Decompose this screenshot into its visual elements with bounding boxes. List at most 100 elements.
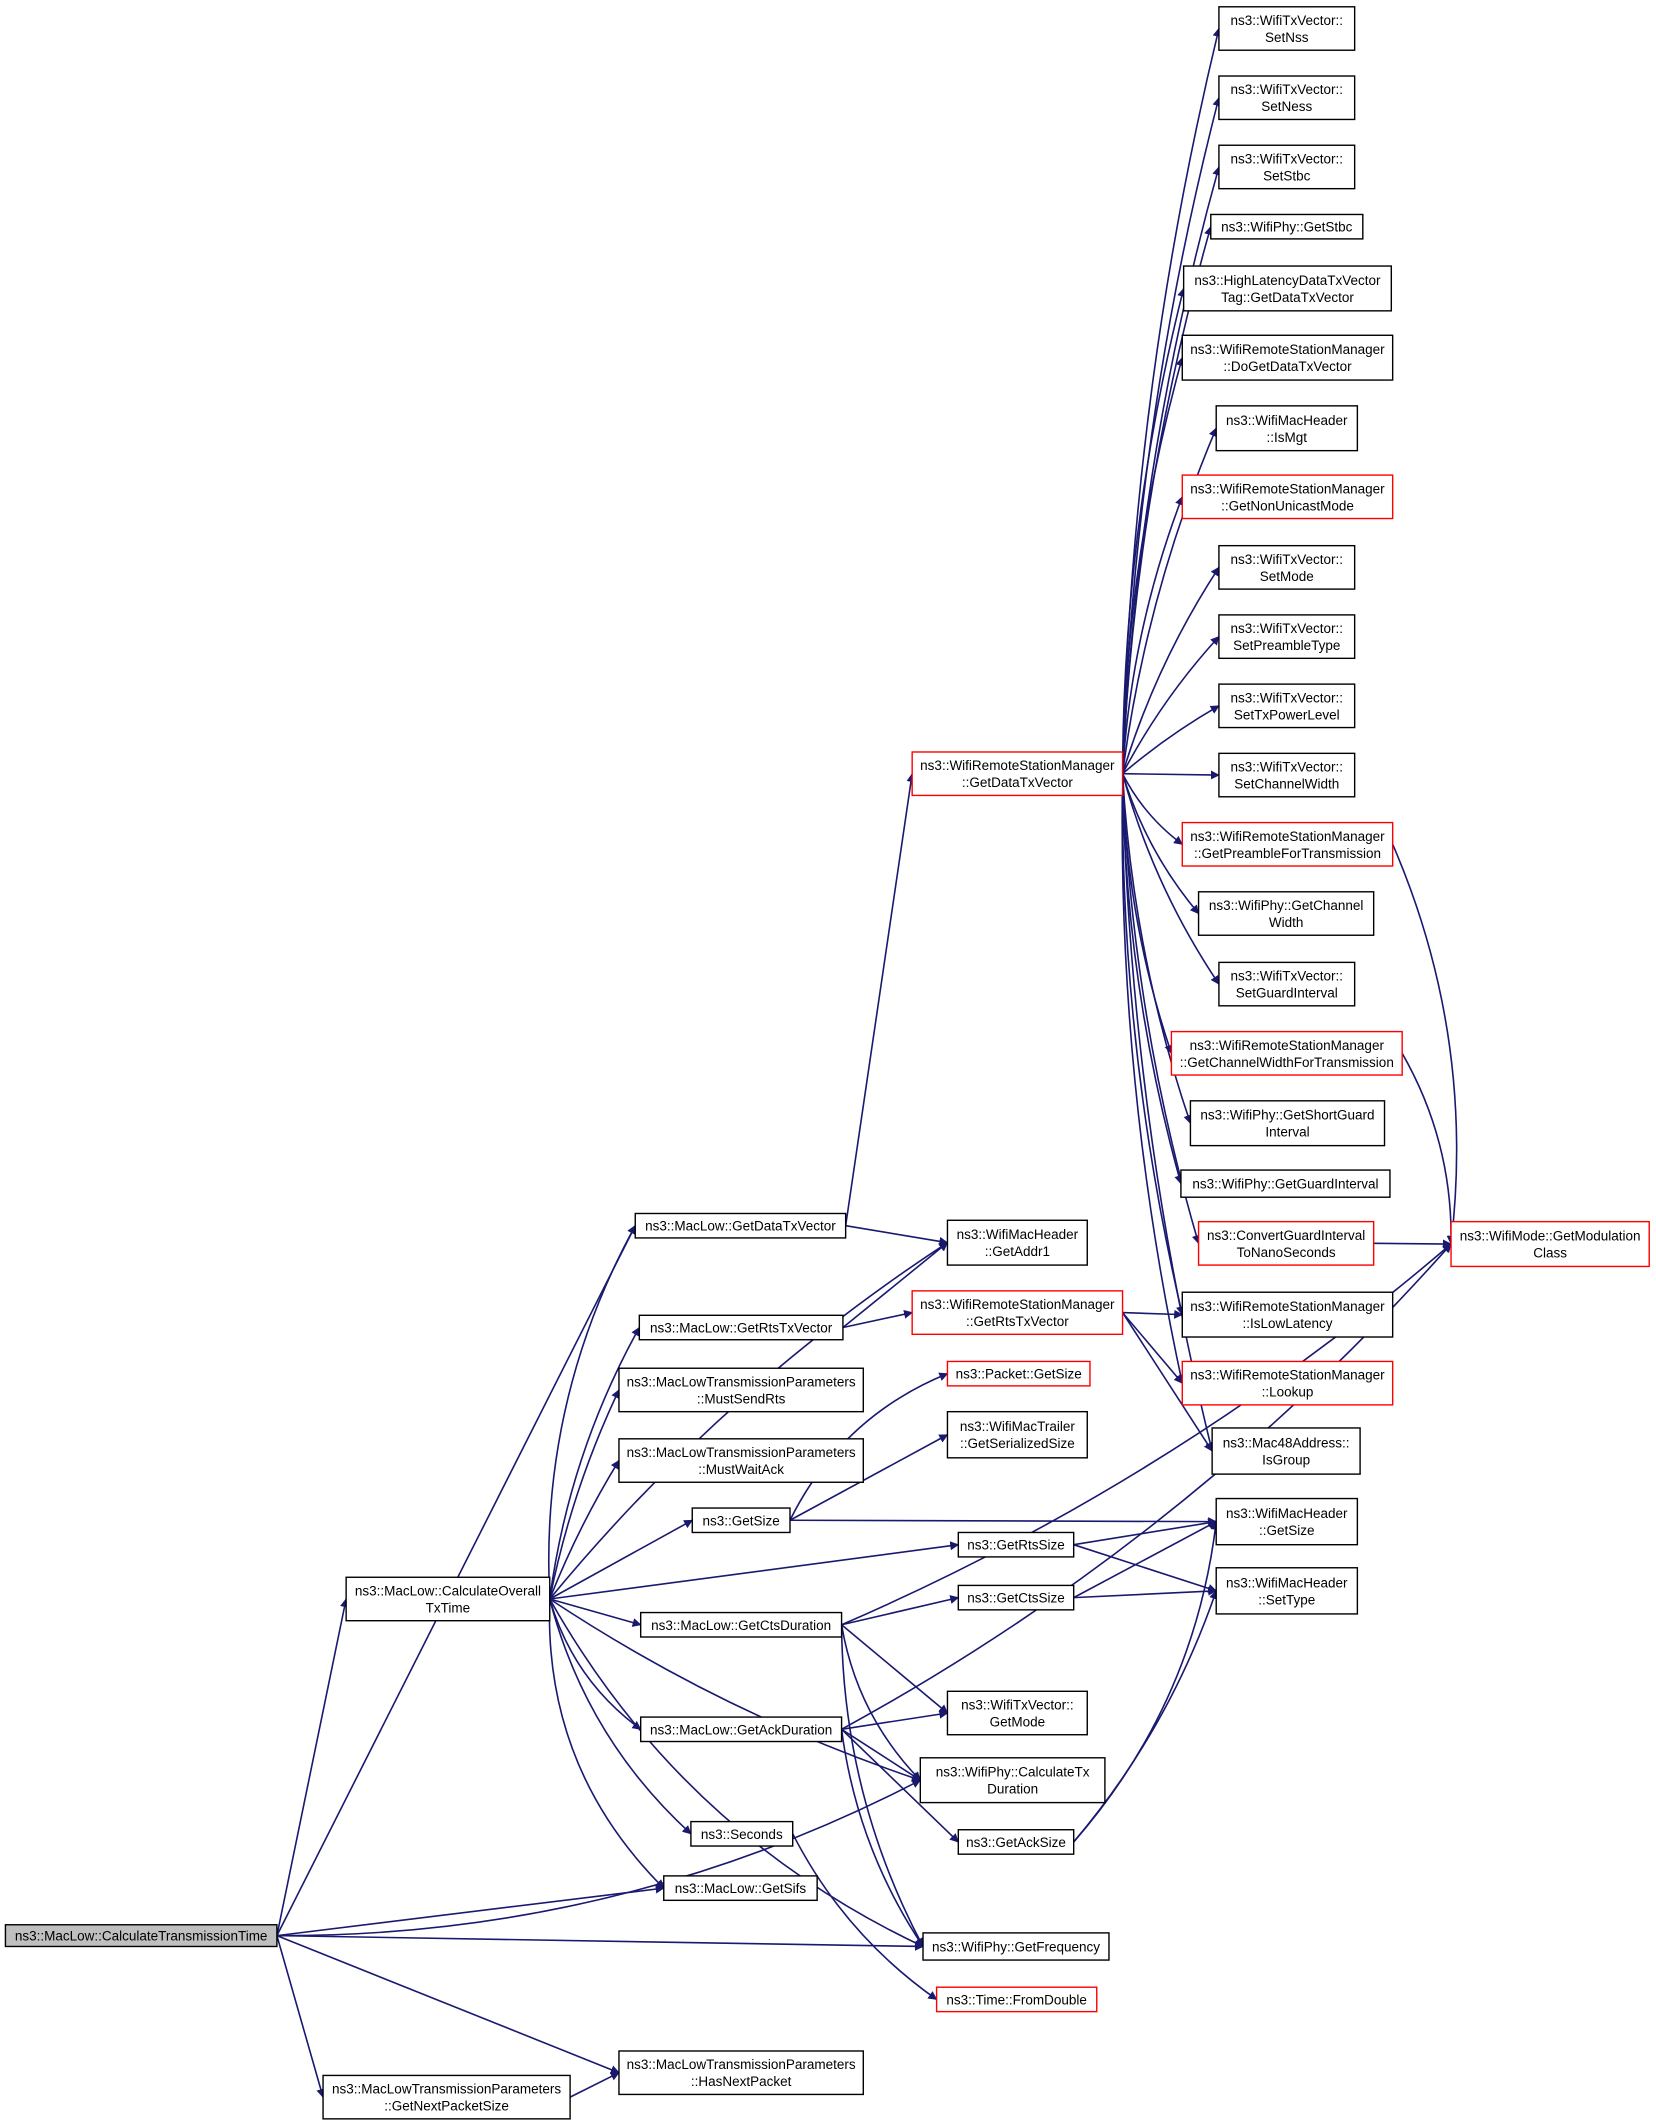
node-box: [1180, 1169, 1391, 1198]
node-fromDouble[interactable]: ns3::Time::FromDouble: [935, 1986, 1098, 2013]
edge-calcOverall-to-macGetAckDur: [548, 1598, 642, 1730]
edge-root-to-hasNextPkt: [276, 1934, 620, 2074]
node-label: Tag::GetDataTxVector: [1221, 290, 1354, 305]
node-isMgt[interactable]: ns3::WifiMacHeader::IsMgt: [1215, 405, 1359, 452]
edge-getSize-to-hdrGetSize: [789, 1517, 1218, 1527]
node-getNextPkt[interactable]: ns3::MacLowTransmissionParameters::GetNe…: [322, 2074, 571, 2120]
node-phyGI[interactable]: ns3::WifiPhy::GetGuardInterval: [1180, 1169, 1391, 1198]
edge-macGetRtsTx-to-getAddr1: [842, 1242, 949, 1329]
node-getRtsSize[interactable]: ns3::GetRtsSize: [957, 1531, 1075, 1558]
node-hasNextPkt[interactable]: ns3::MacLowTransmissionParameters::HasNe…: [618, 2050, 864, 2096]
node-box: [618, 2050, 864, 2096]
node-box: [663, 1875, 818, 1902]
node-getAddr1[interactable]: ns3::WifiMacHeader::GetAddr1: [946, 1219, 1088, 1266]
node-isLowLat[interactable]: ns3::WifiRemoteStationManager::IsLowLate…: [1181, 1291, 1394, 1338]
node-label: ns3::WifiMacHeader: [1226, 1506, 1348, 1521]
node-label: ns3::HighLatencyDataTxVector: [1194, 273, 1381, 288]
node-getAckSize[interactable]: ns3::GetAckSize: [957, 1829, 1075, 1855]
node-label: ns3::WifiPhy::GetFrequency: [932, 1939, 1100, 1954]
node-getCtsSize[interactable]: ns3::GetCtsSize: [957, 1584, 1075, 1611]
node-label: TxTime: [426, 1600, 471, 1615]
node-macGetDataTx[interactable]: ns3::MacLow::GetDataTxVector: [634, 1212, 847, 1239]
node-preambleTx[interactable]: ns3::WifiRemoteStationManager::GetPreamb…: [1181, 821, 1394, 867]
node-box: [919, 1757, 1106, 1804]
node-wrsmGetDataTx[interactable]: ns3::WifiRemoteStationManager::GetDataTx…: [911, 751, 1124, 797]
node-seconds[interactable]: ns3::Seconds: [690, 1820, 794, 1847]
edge-convGI-to-modClass: [1373, 1239, 1452, 1249]
node-box: [946, 1410, 1088, 1459]
node-label: ::GetChannelWidthForTransmission: [1180, 1055, 1394, 1070]
node-wrsmGetRtsTx[interactable]: ns3::WifiRemoteStationManager::GetRtsTxV…: [911, 1290, 1124, 1336]
edge-calcOverall-to-macGetRtsTx: [548, 1326, 641, 1600]
node-chWidthTx[interactable]: ns3::WifiRemoteStationManager::GetChanne…: [1170, 1030, 1403, 1076]
node-box: [1181, 334, 1394, 381]
node-nonUnicast[interactable]: ns3::WifiRemoteStationManager::GetNonUni…: [1181, 474, 1394, 520]
edge-macGetDataTx-to-wrsmGetDataTx: [844, 772, 916, 1226]
node-label: ns3::MacLowTransmissionParameters: [627, 1374, 856, 1389]
node-macGetCtsDur[interactable]: ns3::MacLow::GetCtsDuration: [639, 1611, 843, 1638]
node-label: ns3::WifiRemoteStationManager: [1190, 1038, 1385, 1053]
node-label: ::GetNonUnicastMode: [1221, 498, 1354, 513]
node-setMode[interactable]: ns3::WifiTxVector::SetMode: [1218, 544, 1356, 590]
edge-macGetCtsDur-to-txvGetMode: [841, 1624, 949, 1714]
node-hdrSetType[interactable]: ns3::WifiMacHeader::SetType: [1215, 1567, 1359, 1615]
node-label: SetPreambleType: [1233, 638, 1340, 653]
node-trailerSize[interactable]: ns3::WifiMacTrailer::GetSerializedSize: [946, 1410, 1088, 1459]
node-getSifs[interactable]: ns3::MacLow::GetSifs: [663, 1875, 818, 1902]
node-label: SetTxPowerLevel: [1234, 707, 1340, 722]
edge-chWidthTx-to-modClass: [1401, 1052, 1456, 1245]
node-label: ns3::WifiTxVector::: [1231, 621, 1344, 636]
node-label: ns3::WifiTxVector::: [1231, 690, 1344, 705]
node-box: [957, 1829, 1075, 1855]
node-setChWidth[interactable]: ns3::WifiTxVector::SetChannelWidth: [1218, 752, 1356, 798]
node-txvGetMode[interactable]: ns3::WifiTxVector::GetMode: [946, 1690, 1088, 1736]
node-macGetAckDur[interactable]: ns3::MacLow::GetAckDuration: [639, 1716, 843, 1743]
node-box: [957, 1584, 1075, 1611]
edge-calcOverall-to-macGetDataTx: [547, 1224, 636, 1600]
node-box: [1170, 1030, 1403, 1076]
node-label: ns3::MacLowTransmissionParameters: [627, 2057, 856, 2072]
edge-calcOverall-to-mustWaitAck: [548, 1459, 620, 1600]
node-getSize[interactable]: ns3::GetSize: [691, 1507, 791, 1534]
node-getStbc[interactable]: ns3::WifiPhy::GetStbc: [1210, 213, 1364, 240]
node-hdrGetSize[interactable]: ns3::WifiMacHeader::GetSize: [1215, 1497, 1359, 1546]
edge-wrsmGetDataTx-to-isMgt: [1121, 427, 1218, 774]
node-packetGetSize[interactable]: ns3::Packet::GetSize: [946, 1360, 1091, 1387]
edge-getAckSize-to-hdrSetType: [1073, 1589, 1218, 1843]
node-hlTag[interactable]: ns3::HighLatencyDataTxVectorTag::GetData…: [1182, 265, 1393, 312]
node-macGetRtsTx[interactable]: ns3::MacLow::GetRtsTxVector: [638, 1314, 844, 1341]
node-label: ::DoGetDataTxVector: [1223, 359, 1352, 374]
node-root[interactable]: ns3::MacLow::CalculateTransmissionTime: [4, 1924, 278, 1948]
node-lookup[interactable]: ns3::WifiRemoteStationManager::Lookup: [1181, 1360, 1394, 1406]
node-label: Interval: [1265, 1125, 1309, 1140]
edge-macGetCtsDur-to-calcTxDur: [840, 1624, 921, 1781]
node-label: ns3::ConvertGuardInterval: [1207, 1228, 1365, 1243]
node-label: ns3::MacLowTransmissionParameters: [332, 2082, 561, 2097]
node-box: [1215, 1567, 1359, 1615]
edge-wrsmGetDataTx-to-shortGI: [1121, 773, 1193, 1125]
node-box: [1218, 752, 1356, 798]
node-label: ns3::WifiRemoteStationManager: [1190, 342, 1385, 357]
node-label: ns3::WifiTxVector::: [961, 1698, 1074, 1713]
node-box: [1181, 821, 1394, 867]
node-label: ns3::GetRtsSize: [967, 1538, 1065, 1553]
node-setGI[interactable]: ns3::WifiTxVector::SetGuardInterval: [1218, 961, 1356, 1007]
node-setNss[interactable]: ns3::WifiTxVector::SetNss: [1218, 6, 1356, 51]
node-doGetDataTx[interactable]: ns3::WifiRemoteStationManager::DoGetData…: [1181, 334, 1394, 381]
node-setTxPower[interactable]: ns3::WifiTxVector::SetTxPowerLevel: [1218, 683, 1356, 729]
node-mustWaitAck[interactable]: ns3::MacLowTransmissionParameters::MustW…: [618, 1438, 864, 1483]
node-getFreq[interactable]: ns3::WifiPhy::GetFrequency: [922, 1932, 1110, 1961]
node-setNess[interactable]: ns3::WifiTxVector::SetNess: [1218, 75, 1356, 121]
node-box: [639, 1611, 843, 1638]
node-setPreamble[interactable]: ns3::WifiTxVector::SetPreambleType: [1218, 614, 1356, 660]
node-box: [922, 1932, 1110, 1961]
node-mustSendRts[interactable]: ns3::MacLowTransmissionParameters::MustS…: [618, 1367, 864, 1413]
node-isGroup[interactable]: ns3::Mac48Address::IsGroup: [1211, 1427, 1361, 1475]
node-phyChWidth[interactable]: ns3::WifiPhy::GetChannelWidth: [1197, 891, 1375, 936]
node-setStbc[interactable]: ns3::WifiTxVector::SetStbc: [1218, 144, 1356, 190]
